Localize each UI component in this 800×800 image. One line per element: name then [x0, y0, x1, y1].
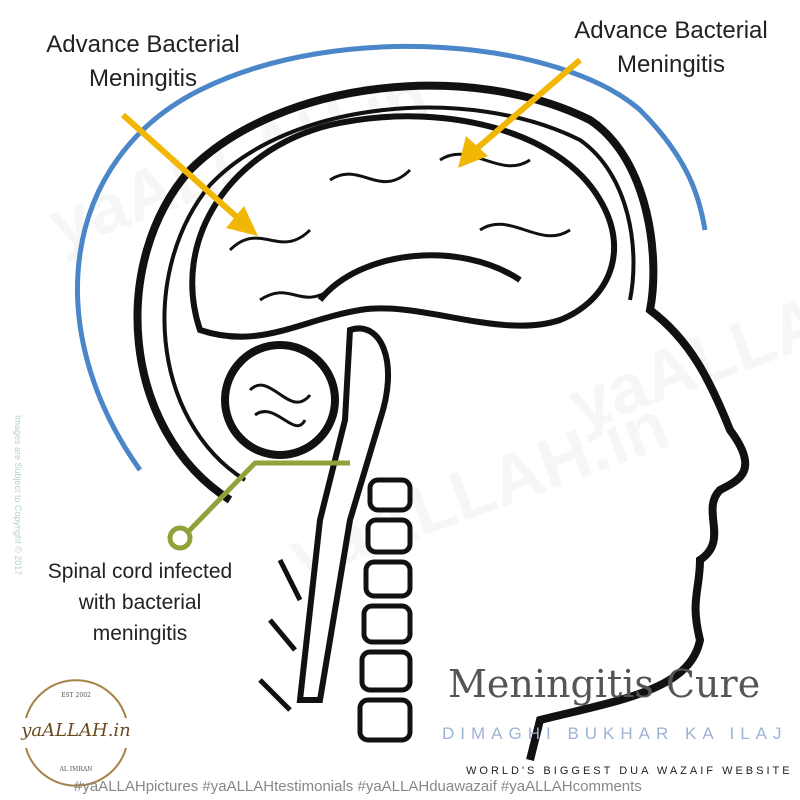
spinal-pointer — [167, 460, 350, 551]
subtitle: DIMAGHI BUKHAR KA ILAJ — [442, 724, 788, 743]
logo-rings — [25, 679, 127, 787]
logo-est: EST 2002 — [61, 692, 91, 699]
logo: EST 2002 yaALLAH.in AL IMRAN — [12, 668, 140, 796]
spinal-cord — [296, 325, 391, 703]
logo-name: yaALLAH.in — [21, 720, 131, 741]
arrow-left — [120, 112, 258, 236]
vertebrae — [258, 477, 413, 743]
label-spinal-cord: Spinal cord infected with bacterial meni… — [47, 560, 233, 645]
brain — [189, 113, 618, 340]
skull-outline — [133, 81, 750, 761]
arrow-right — [458, 57, 582, 168]
copyright-notice: Images are Subject to Copyright © 2017 — [13, 415, 23, 576]
label-advance-meningitis-right: Advance Bacterial Meningitis — [574, 17, 768, 78]
page-title: Meningitis Cure — [448, 662, 761, 706]
logo-author: AL IMRAN — [59, 766, 93, 773]
cerebellum — [221, 341, 339, 459]
tagline: WORLD'S BIGGEST DUA WAZAIF WEBSITE — [466, 765, 793, 777]
label-advance-meningitis-left: Advance Bacterial Meningitis — [46, 31, 240, 92]
meninges-highlight — [75, 44, 708, 472]
hashtags: #yaALLAHpictures #yaALLAHtestimonials #y… — [74, 778, 642, 795]
